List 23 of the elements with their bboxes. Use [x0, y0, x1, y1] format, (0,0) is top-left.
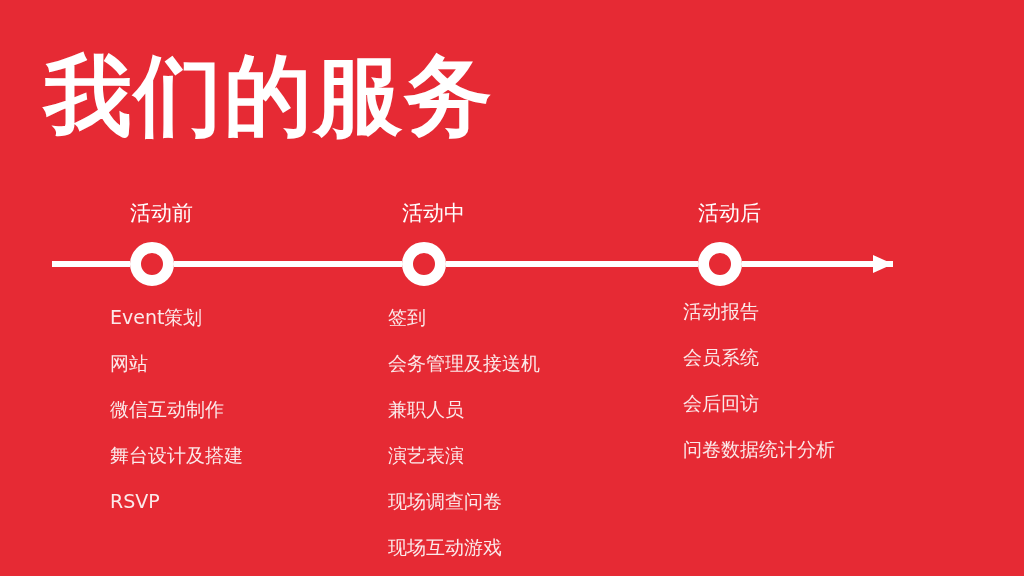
list-item: 会员系统	[683, 345, 759, 369]
list-item: 兼职人员	[388, 397, 464, 421]
list-item: 会务管理及接送机	[388, 351, 540, 375]
list-item: 舞台设计及搭建	[110, 443, 243, 467]
list-item: RSVP	[110, 489, 160, 513]
list-item: 问卷数据统计分析	[683, 437, 835, 461]
stage-heading: 活动中	[402, 200, 465, 226]
timeline-line	[52, 261, 130, 267]
list-item: 会后回访	[683, 391, 759, 415]
list-item: 签到	[388, 305, 426, 329]
list-item: 微信互动制作	[110, 397, 224, 421]
timeline-line	[446, 261, 698, 267]
stage-heading: 活动前	[130, 200, 193, 226]
timeline-arrow	[742, 255, 893, 273]
list-item: Event策划	[110, 305, 203, 329]
timeline-line	[174, 261, 402, 267]
list-item: 现场调查问卷	[388, 489, 502, 513]
stage-heading: 活动后	[698, 200, 761, 226]
page-title: 我们的服务	[44, 44, 494, 148]
list-item: 演艺表演	[388, 443, 464, 467]
list-item: 网站	[110, 351, 148, 375]
list-item: 现场互动游戏	[388, 535, 502, 559]
list-item: 活动报告	[683, 299, 759, 323]
